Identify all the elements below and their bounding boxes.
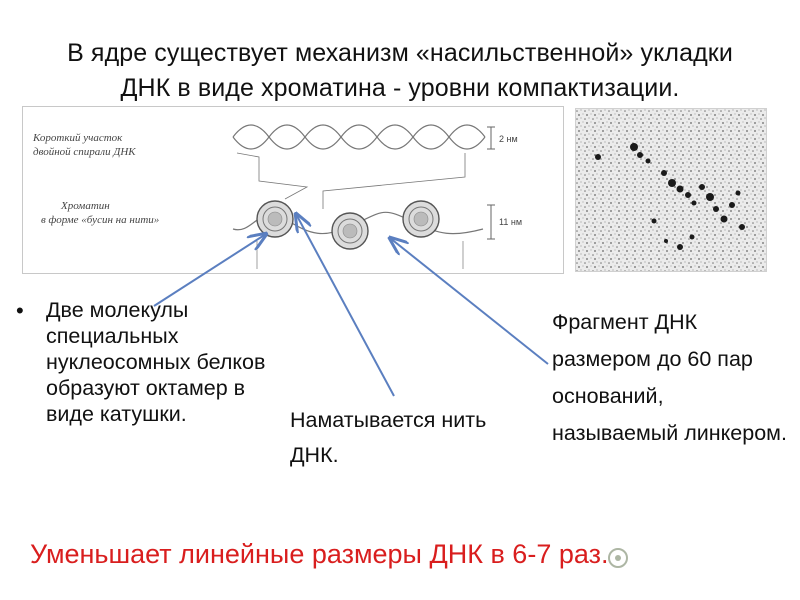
scale-2nm: [487, 126, 495, 150]
electron-micrograph: [575, 108, 767, 272]
conclusion-text: Уменьшает линейные размеры ДНК в 6-7 раз…: [30, 539, 609, 569]
label-chromatin-line1: Хроматин: [60, 200, 110, 212]
label-chromatin-line2: в форме «бусин на нити»: [41, 214, 159, 226]
chromatin-fibers: [595, 143, 745, 250]
slide-title: В ядре существует механизм «насильственн…: [0, 36, 800, 106]
bullet-symbol: •: [16, 298, 24, 323]
micrograph-svg: [576, 109, 766, 271]
slide-title-line1: В ядре существует механизм «насильственн…: [67, 39, 733, 67]
slide-title-line2: ДНК в виде хроматина - уровни компактиза…: [120, 74, 680, 102]
nucleosome-1: [256, 200, 294, 238]
dna-double-helix: [232, 124, 486, 150]
arrow-to-dna-thread: [296, 214, 395, 397]
text-dna-thread: Наматывается нить ДНК.: [290, 408, 487, 467]
label-short-segment-line2: двойной спирали ДНК: [33, 146, 136, 158]
bullet-text-octamer: Две молекулы специальных нуклеосомных бе…: [46, 298, 266, 426]
arrow-to-octamer: [153, 234, 266, 307]
size-11nm-label: 11 нм: [499, 217, 522, 227]
size-2nm-label: 2 нм: [499, 134, 518, 144]
magnification-lines: [236, 152, 466, 209]
text-linker: Фрагмент ДНК размером до 60 пар основани…: [552, 310, 787, 445]
nucleosome-3: [402, 200, 440, 238]
chromatin-diagram-svg: Короткий участок двойной спирали ДНК 2 н…: [32, 124, 522, 269]
arrow-to-linker: [390, 238, 549, 365]
label-short-segment-line1: Короткий участок: [32, 132, 123, 144]
nucleosome-2: [331, 212, 369, 250]
beads-on-string: [232, 200, 484, 250]
watermark-logo: [608, 548, 754, 568]
scale-11nm: [487, 204, 495, 240]
chromatin-diagram: Короткий участок двойной спирали ДНК 2 н…: [22, 106, 564, 274]
